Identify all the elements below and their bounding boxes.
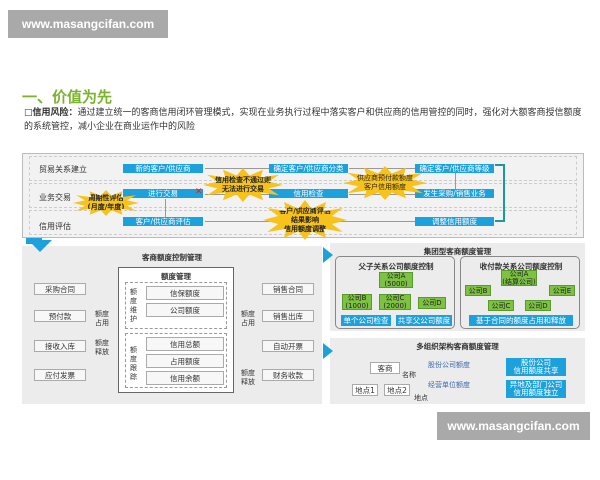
- right-step: 销售出库: [262, 310, 314, 322]
- contract-based-button: 基于合同的额度占用和释放: [469, 315, 573, 326]
- flow-box: 调整信用额度: [415, 217, 494, 226]
- location-label: 地点: [414, 394, 428, 402]
- flow-box: 确定客户/供应商等级: [415, 164, 494, 173]
- quota-center-box: 额度管理 额度维护 信保额度 公司额度 额度跟踪 信用总额 占用额度 信用余额: [118, 267, 234, 393]
- multi-title: 多组织架构客商额度管理: [416, 342, 499, 351]
- left-step: 采购合同: [34, 283, 86, 295]
- quota-item: 公司额度: [146, 303, 224, 317]
- company-node: 公司A (5000): [379, 272, 413, 288]
- intro-label: 信用风险：: [32, 108, 78, 118]
- center-title: 额度管理: [161, 272, 191, 281]
- flow-box: 进行交易: [123, 189, 203, 198]
- company-node: 公司C: [488, 300, 514, 311]
- company-node: 公司A (结算公司): [501, 270, 537, 286]
- track-label: 额度跟踪: [130, 346, 137, 381]
- watermark-bottom: www.masangcifan.com: [437, 412, 590, 440]
- cross-icon: ✕: [195, 187, 203, 197]
- group-title: 集团型客商额度管理: [423, 247, 492, 256]
- maint-group: 额度维护 信保额度 公司额度: [125, 282, 227, 329]
- credit-flow-panel: 贸易关系建立 业务交易 信用评估 新的客户/供应商 确定客户/供应商分类 确定客…: [22, 153, 584, 240]
- shared-quota-box: 股份公司 信用额度共享: [506, 358, 566, 376]
- occupy-label: 额度占用: [241, 310, 255, 327]
- left-step: 接收入库: [34, 340, 86, 352]
- release-label: 额度释放: [95, 339, 109, 356]
- arrow: [165, 199, 166, 217]
- multi-org-panel: 多组织架构客商额度管理 客商 地点1 地点2 名称 地点 股份公司额度 经营单位…: [330, 338, 585, 404]
- company-node: 公司E: [549, 285, 575, 296]
- right-step: 销售合同: [262, 283, 314, 295]
- right-arrow-icon: [323, 247, 333, 263]
- arrow: [349, 168, 415, 169]
- merchant-node: 客商: [370, 362, 400, 374]
- track-group: 额度跟踪 信用总额 占用额度 信用余额: [125, 333, 227, 388]
- page-title: 一、价值为先: [22, 88, 113, 106]
- quota-item: 信保额度: [146, 286, 224, 300]
- loop-arrow: [495, 164, 505, 222]
- company-node: 公司B (1000): [342, 294, 372, 310]
- name-label: 名称: [402, 371, 416, 379]
- company-node: 公司B: [465, 285, 491, 296]
- right-arrow-icon: [323, 343, 333, 359]
- location-node: 地点1: [352, 384, 378, 396]
- row-label: 信用评估: [39, 222, 71, 231]
- independent-quota-box: 异地及部门公司 信用额度独立: [506, 380, 566, 398]
- share-parent-button: 共享父公司额度: [396, 315, 452, 326]
- quota-title: 客商额度控制管理: [142, 253, 202, 262]
- flow-box: 发生采购/销售业务: [415, 189, 494, 198]
- quota-item: 信用总额: [146, 337, 224, 351]
- location-node: 地点2: [384, 384, 410, 396]
- right-step: 自动开票: [262, 340, 314, 352]
- right-step: 财务收款: [262, 369, 314, 381]
- flow-box: 客户/供应商评估: [123, 217, 203, 226]
- company-node: 公司D: [418, 297, 446, 309]
- flow-box: 新的客户/供应商: [123, 164, 203, 173]
- parent-title: 父子关系公司额度控制: [358, 262, 434, 271]
- company-node: 公司D: [525, 300, 551, 311]
- down-arrow-icon: [28, 240, 52, 252]
- left-step: 应付发票: [34, 369, 86, 381]
- unit-quota: 经营单位额度: [428, 381, 470, 389]
- arrow: [455, 173, 456, 189]
- intro-body: 通过建立统一的客商信用闭环管理模式，实现在业务执行过程中落实客户和供应商的信用管…: [24, 108, 582, 132]
- row-trade: [29, 156, 577, 181]
- group-panel: 集团型客商额度管理 父子关系公司额度控制 公司A (5000) 公司B (100…: [330, 243, 585, 331]
- quota-panel: 客商额度控制管理 额度管理 额度维护 信保额度 公司额度 额度跟踪 信用总额 占…: [22, 240, 322, 404]
- share-company-quota: 股份公司额度: [428, 361, 470, 369]
- left-step: 预付款: [34, 310, 86, 322]
- parent-child-box: 父子关系公司额度控制 公司A (5000) 公司B (1000) 公司C (20…: [335, 256, 455, 329]
- watermark-top: www.masangcifan.com: [8, 10, 168, 38]
- quota-item: 信用余额: [146, 371, 224, 385]
- occupy-label: 额度占用: [95, 310, 109, 327]
- pay-title: 收付款关系公司额度控制: [479, 262, 563, 271]
- row-label: 业务交易: [39, 193, 71, 202]
- maint-label: 额度维护: [130, 288, 137, 323]
- payment-box: 收付款关系公司额度控制 公司A (结算公司) 公司B 公司C 公司D 公司E 基…: [460, 256, 580, 329]
- row-label: 贸易关系建立: [39, 165, 87, 174]
- flow-box: 确定客户/供应商分类: [269, 164, 348, 173]
- intro-text: □信用风险：通过建立统一的客商信用闭环管理模式，实现在业务执行过程中落实客户和供…: [24, 108, 582, 132]
- flow-box: 信用检查: [269, 189, 348, 198]
- quota-item: 占用额度: [146, 354, 224, 368]
- company-node: 公司C (2000): [379, 294, 411, 310]
- release-label: 额度释放: [241, 369, 255, 386]
- single-check-button: 单个公司检查: [341, 315, 391, 326]
- arrow: [205, 168, 269, 169]
